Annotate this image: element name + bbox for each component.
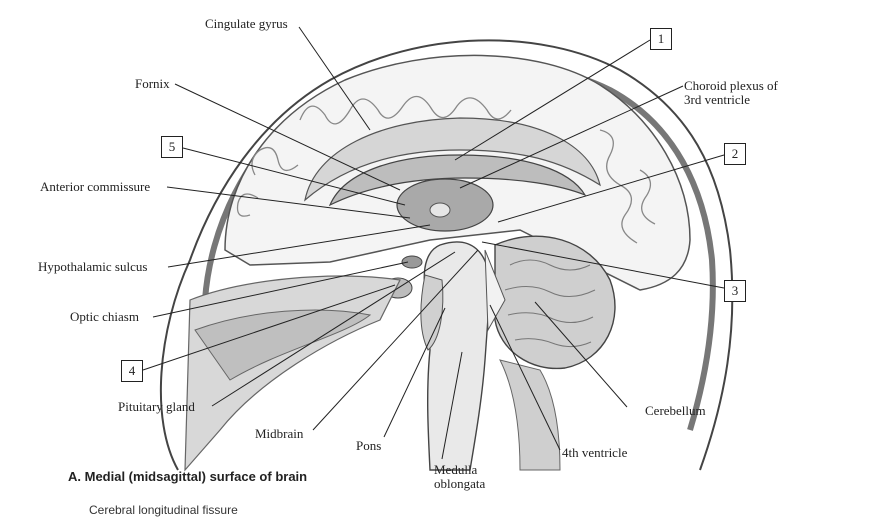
number-box-3: 3 xyxy=(724,280,746,302)
spinal-column xyxy=(499,359,561,471)
leader-lines xyxy=(142,26,725,460)
figure-caption: A. Medial (midsagittal) surface of brain xyxy=(68,469,308,484)
next-item-text: Cerebral longitudinal fissure xyxy=(89,503,238,517)
label-cingulate-gyrus: Cingulate gyrus xyxy=(205,16,288,31)
scalp-outline xyxy=(159,39,734,471)
third-ventricle xyxy=(429,202,451,218)
label-midbrain: Midbrain xyxy=(255,426,304,441)
label-choroid-line2: 3rd ventricle xyxy=(684,92,751,107)
label-cerebellum: Cerebellum xyxy=(645,403,706,418)
corpus-callosum xyxy=(328,154,587,207)
optic-chiasm-shape xyxy=(401,255,423,269)
label-fornix: Fornix xyxy=(135,76,170,91)
brainstem xyxy=(423,241,491,471)
label-optic-chiasm: Optic chiasm xyxy=(70,309,139,324)
gyri-folds xyxy=(236,95,656,244)
fourth-ventricle-shape xyxy=(484,249,506,332)
label-anterior-commissure: Anterior commissure xyxy=(40,179,151,194)
label-medulla-line1: Medulla xyxy=(434,462,478,477)
cerebellum-folia xyxy=(504,259,596,348)
label-pons: Pons xyxy=(356,438,382,453)
number-box-1: 1 xyxy=(650,28,672,50)
nasal-region xyxy=(194,309,372,381)
label-medulla-line2: oblongata xyxy=(434,476,486,491)
label-4th-ventricle: 4th ventricle xyxy=(562,445,628,460)
number-box-5: 5 xyxy=(161,136,183,158)
label-pituitary-gland: Pituitary gland xyxy=(118,399,195,414)
cerebellum-shape xyxy=(494,235,616,370)
label-hypothalamic-sulcus: Hypothalamic sulcus xyxy=(38,259,148,274)
number-box-2: 2 xyxy=(724,143,746,165)
number-box-4: 4 xyxy=(121,360,143,382)
label-choroid-line1: Choroid plexus of xyxy=(684,78,778,93)
cingulate-gyrus-shape xyxy=(304,117,601,202)
